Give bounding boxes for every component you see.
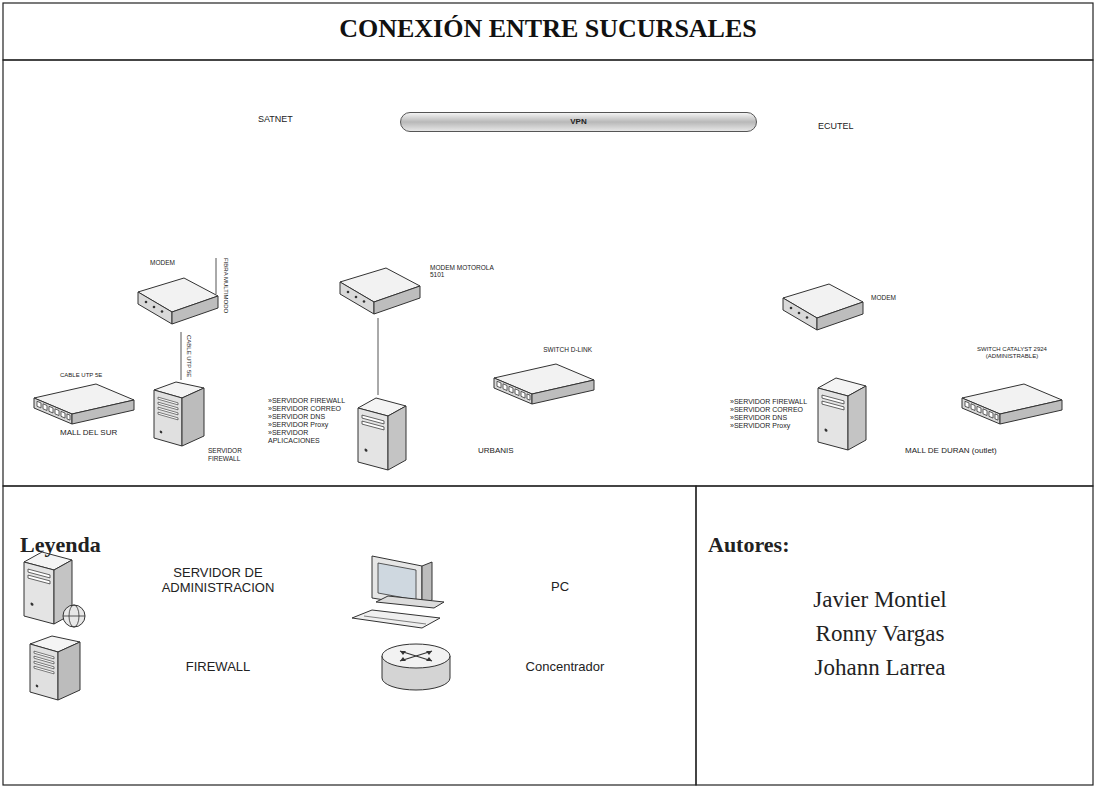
switch-icon — [962, 384, 1062, 424]
author-name: Johann Larrea — [780, 655, 980, 681]
switch-icon — [34, 384, 134, 424]
node-label: »SERVIDOR DNS — [268, 413, 325, 421]
legend-heading: Leyenda — [20, 532, 101, 557]
vpn-tunnel: VPN — [400, 112, 757, 132]
legend-label: PC — [520, 580, 600, 595]
node-label: »SERVIDOR APLICACIONES — [268, 429, 356, 445]
switch: SWITCH D-LINK — [490, 344, 598, 406]
legend-label: SERVIDOR DE ADMINISTRACION — [148, 566, 288, 596]
cable-line — [378, 318, 379, 395]
server-icon — [358, 398, 406, 470]
modem-icon — [340, 268, 420, 314]
firewall-icon — [154, 382, 204, 446]
authors-heading: Autores: — [708, 532, 789, 557]
cable-label: CABLE UTP 5E — [60, 372, 102, 379]
hub-icon — [382, 644, 450, 690]
firewall-server: SERVIDOR FIREWALL — [150, 380, 256, 464]
node-label: »SERVIDOR FIREWALL — [268, 397, 345, 405]
site-name: MALL DEL SUR — [60, 428, 117, 437]
node-label: SERVIDOR FIREWALL — [208, 447, 254, 462]
cable-label: FIBRA MULTIMODO — [222, 258, 229, 313]
diagram-frame — [3, 60, 1093, 486]
server-icon — [818, 378, 866, 450]
cable-label: CABLE UTP 5E — [185, 334, 192, 378]
node-label: MODEM MOTOROLA 5101 — [430, 264, 494, 279]
switch: SWITCH CATALYST 2924 (ADMINISTRABLE) — [956, 344, 1068, 426]
node-label: MODEM — [150, 259, 175, 266]
title-frame — [3, 3, 1093, 60]
modem-icon — [783, 284, 863, 330]
network-name: SATNET — [258, 114, 293, 124]
pc-icon — [352, 556, 444, 628]
node-label: »SERVIDOR Proxy — [268, 421, 328, 429]
site-name: URBANIS — [478, 446, 514, 455]
site-name: MALL DE DURAN (outlet) — [905, 446, 997, 455]
node-label: SWITCH CATALYST 2924 (ADMINISTRABLE) — [967, 346, 1057, 360]
node-label: »SERVIDOR DNS — [730, 414, 787, 422]
network-name: ECUTEL — [818, 121, 854, 131]
node-label: »SERVIDOR CORREO — [268, 405, 341, 413]
legend-label: FIREWALL — [148, 660, 288, 675]
node-label: »SERVIDOR FIREWALL — [730, 398, 807, 406]
node-label: »SERVIDOR CORREO — [730, 406, 803, 414]
server: »SERVIDOR FIREWALL»SERVIDOR CORREO»SERVI… — [266, 395, 408, 471]
authors-frame — [696, 486, 1093, 785]
modem: MODEM — [781, 280, 931, 332]
diagram-title: CONEXIÓN ENTRE SUCURSALES — [3, 14, 1093, 44]
fiber-line — [216, 258, 217, 294]
author-name: Javier Montiel — [780, 587, 980, 613]
node-label: SWITCH D-LINK — [543, 346, 592, 353]
node-label: »SERVIDOR Proxy — [730, 422, 790, 430]
legend-label: Concentrador — [495, 660, 635, 675]
author-name: Ronny Vargas — [780, 621, 980, 647]
switch-icon — [494, 364, 594, 404]
modem: MODEM MOTOROLA 5101 — [336, 262, 496, 318]
cable-line — [181, 332, 182, 380]
modem-icon — [138, 278, 218, 324]
firewall-icon — [30, 636, 80, 700]
node-label: VPN — [570, 117, 586, 126]
server: »SERVIDOR FIREWALL»SERVIDOR CORREO»SERVI… — [728, 378, 866, 450]
node-label: MODEM — [871, 294, 896, 301]
admin-server-icon — [24, 552, 85, 627]
modem: MODEM — [138, 258, 220, 332]
legend-frame — [3, 486, 696, 785]
